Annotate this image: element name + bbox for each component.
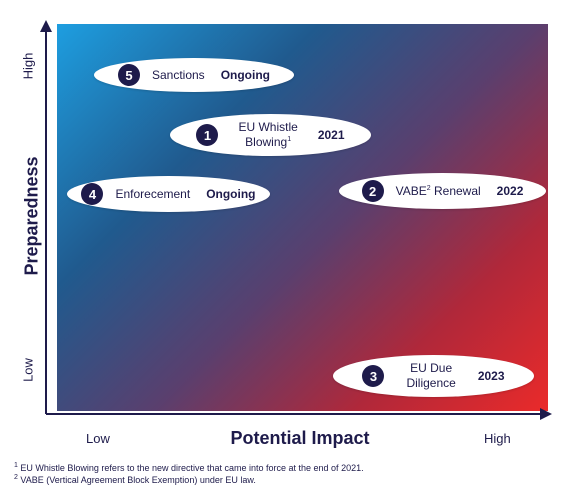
item-name-line-2: Diligence	[406, 376, 456, 390]
item-number-badge: 2	[361, 180, 384, 202]
item-name: EU Whistle Blowing1	[238, 120, 297, 150]
item-eu-due-diligence: 3 EU Due Diligence 2023	[333, 355, 534, 397]
y-tick-low: Low	[20, 358, 36, 382]
footnote-1: 1 EU Whistle Blowing refers to the new d…	[14, 462, 364, 474]
item-number-badge: 5	[117, 64, 140, 86]
item-name: EU Due Diligence	[406, 361, 455, 391]
item-eu-whistle-blowing: 1 EU Whistle Blowing1 2021	[170, 114, 371, 156]
item-name: Enforecement	[115, 186, 191, 201]
item-status: 2021	[317, 128, 345, 142]
item-number-badge: 3	[362, 365, 385, 387]
footnote-marker: 2	[14, 474, 18, 481]
x-axis-title: Potential Impact	[230, 428, 370, 448]
y-axis-arrow	[40, 20, 52, 32]
y-axis-title: Preparedness	[21, 156, 42, 276]
footnote-ref: 1	[287, 136, 292, 143]
item-name: Sanctions	[151, 67, 205, 82]
item-name-line-1: EU Due	[410, 361, 453, 375]
item-name-line-2: Blowing1	[238, 135, 297, 150]
footnote-text: VABE (Vertical Agreement Block Exemption…	[17, 475, 256, 485]
item-status: 2022	[496, 184, 524, 198]
item-enforcement: 4 Enforecement Ongoing	[67, 176, 270, 212]
footnotes: 1 EU Whistle Blowing refers to the new d…	[14, 462, 364, 486]
item-number-badge: 1	[196, 124, 219, 146]
item-vabe-renewal: 2 VABE2 Renewal 2022	[339, 173, 546, 209]
item-name-line-1: EU Whistle	[238, 120, 298, 134]
x-tick-high: High	[484, 431, 511, 446]
item-name-rest: Renewal	[430, 183, 481, 198]
y-tick-high: High	[20, 52, 36, 80]
item-status: 2023	[477, 369, 505, 383]
item-name-text: VABE	[395, 183, 427, 198]
footnote-ref: 2	[426, 184, 431, 192]
item-name: VABE2 Renewal	[396, 184, 481, 199]
x-axis-arrow	[540, 408, 552, 420]
footnote-2: 2 VABE (Vertical Agreement Block Exempti…	[14, 474, 364, 486]
item-status: Ongoing	[206, 187, 256, 201]
footnote-marker: 1	[14, 462, 18, 469]
item-status: Ongoing	[220, 68, 271, 82]
item-sanctions: 5 Sanctions Ongoing	[94, 58, 294, 92]
x-tick-low: Low	[86, 431, 110, 446]
footnote-text: EU Whistle Blowing refers to the new dir…	[17, 463, 364, 473]
item-number-badge: 4	[81, 183, 104, 205]
item-name-text: Blowing	[245, 135, 288, 149]
